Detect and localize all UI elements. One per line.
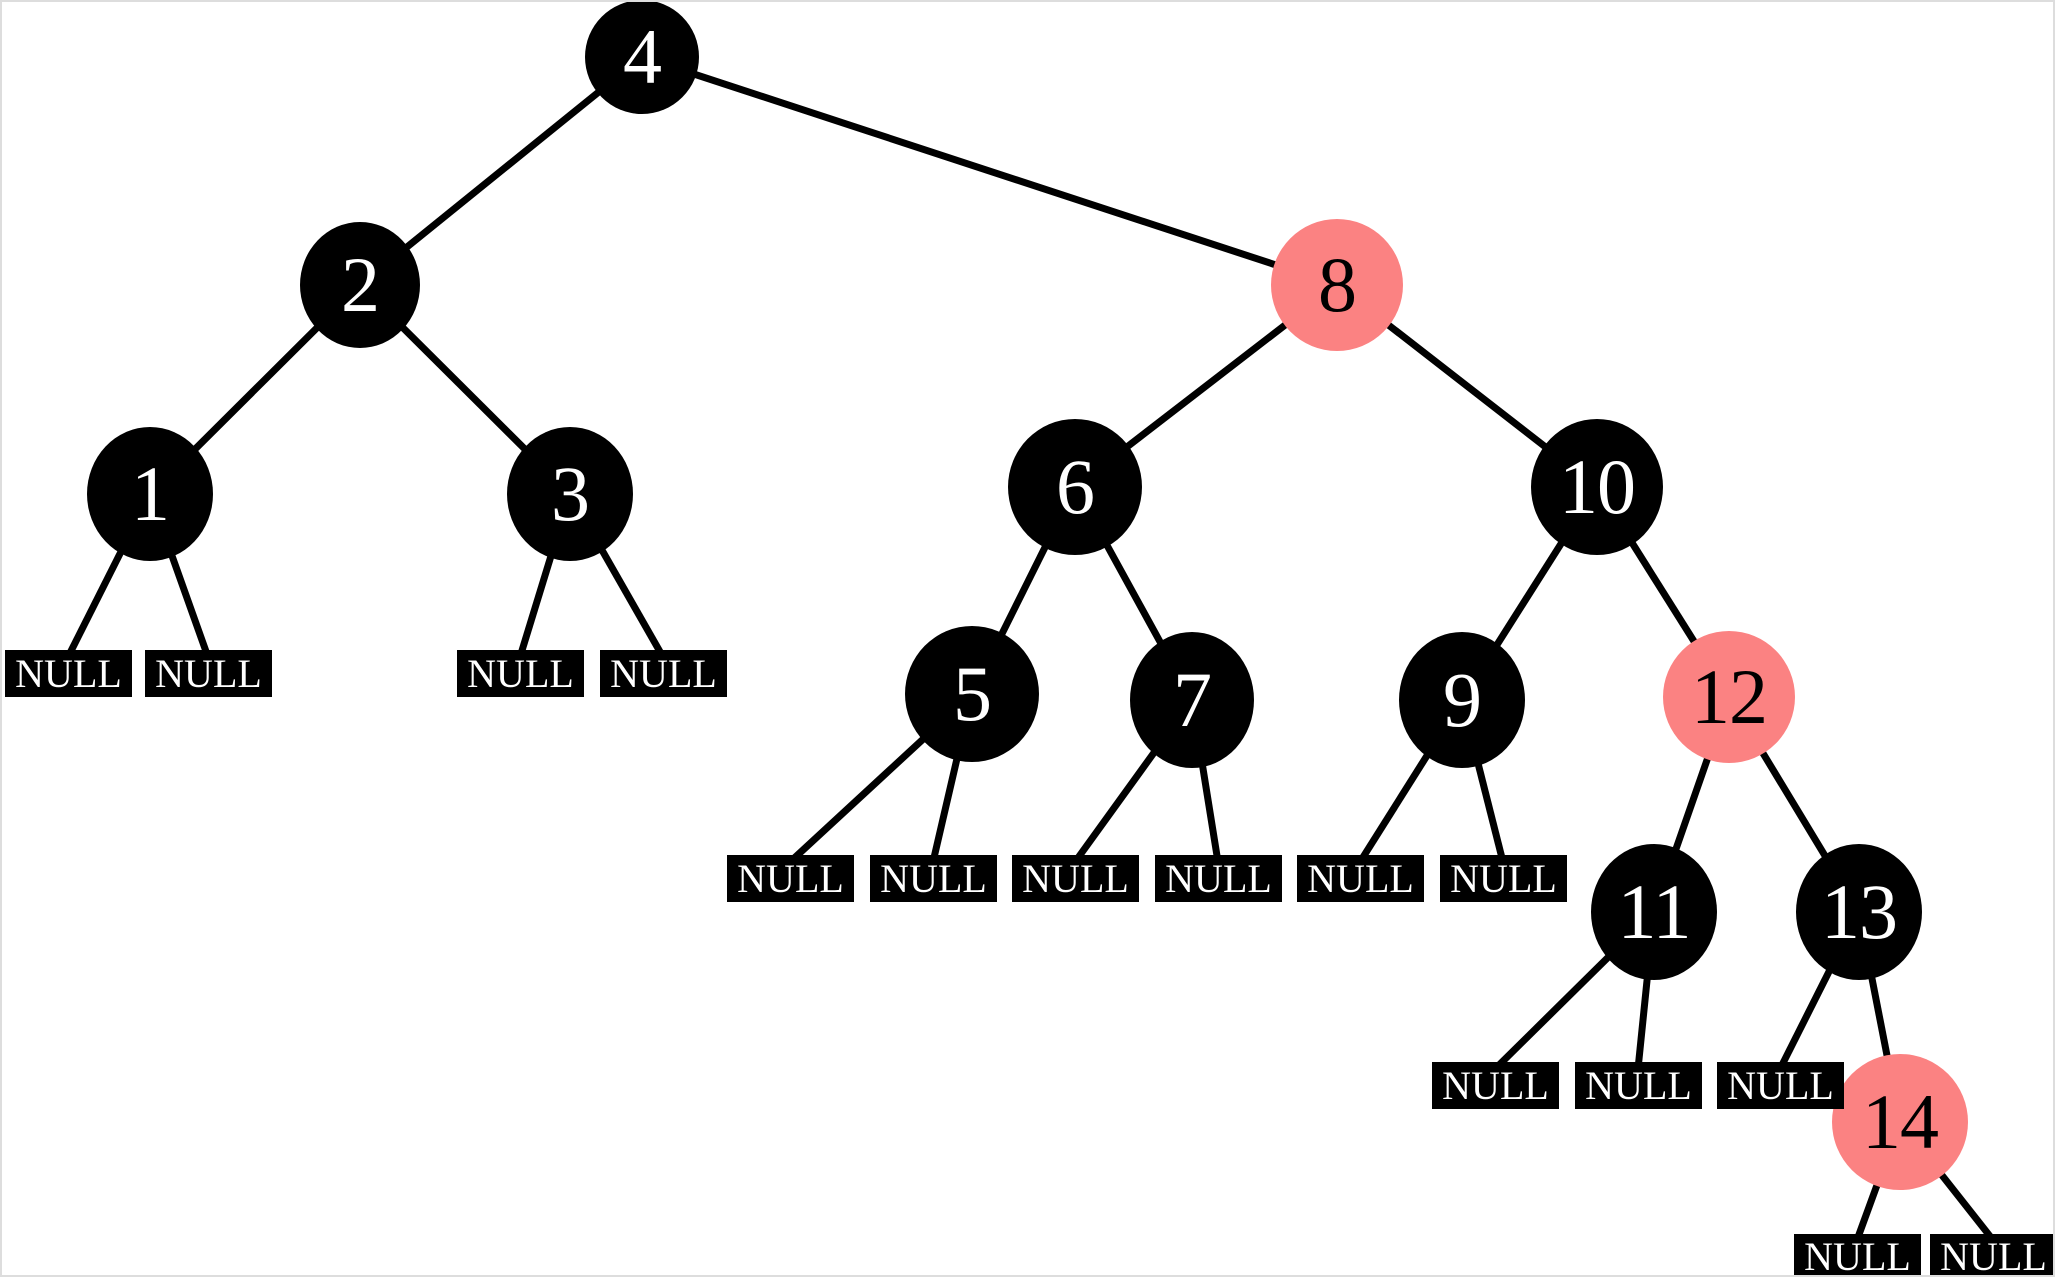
tree-nil-label: NULL bbox=[1442, 1062, 1549, 1108]
tree-node-1[interactable]: 1 bbox=[87, 427, 213, 561]
tree-node-3[interactable]: 3 bbox=[507, 427, 633, 561]
tree-nil-leaf: NULL bbox=[1432, 1062, 1559, 1109]
tree-node-label: 7 bbox=[1173, 656, 1212, 743]
tree-nil-label: NULL bbox=[1165, 855, 1272, 901]
tree-nil-label: NULL bbox=[15, 650, 122, 696]
tree-nil-leaf: NULL bbox=[145, 650, 272, 697]
tree-nil-leaf: NULL bbox=[727, 855, 854, 902]
tree-nil-leaf: NULL bbox=[1717, 1062, 1844, 1109]
tree-nil-label: NULL bbox=[737, 855, 844, 901]
tree-node-label: 2 bbox=[341, 241, 380, 328]
tree-node-10[interactable]: 10 bbox=[1531, 419, 1663, 555]
tree-nil-label: NULL bbox=[1727, 1062, 1834, 1108]
tree-nil-leaf: NULL bbox=[1575, 1062, 1702, 1109]
tree-node-label: 12 bbox=[1691, 653, 1768, 740]
tree-nil-label: NULL bbox=[155, 650, 262, 696]
tree-node-label: 1 bbox=[131, 450, 170, 537]
tree-nil-label: NULL bbox=[1022, 855, 1129, 901]
tree-node-5[interactable]: 5 bbox=[905, 626, 1039, 762]
tree-node-label: 13 bbox=[1821, 868, 1898, 955]
tree-node-label: 3 bbox=[551, 450, 590, 537]
tree-node-label: 14 bbox=[1862, 1078, 1939, 1165]
tree-nil-leaf: NULL bbox=[1440, 855, 1567, 902]
tree-nil-leaf: NULL bbox=[600, 650, 727, 697]
tree-edge bbox=[640, 53, 1339, 289]
tree-nil-leaf: NULL bbox=[1297, 855, 1424, 902]
tree-node-14[interactable]: 14 bbox=[1832, 1054, 1968, 1190]
tree-node-11[interactable]: 11 bbox=[1591, 844, 1717, 980]
tree-node-2[interactable]: 2 bbox=[300, 222, 420, 348]
tree-node-12[interactable]: 12 bbox=[1663, 631, 1795, 763]
tree-node-4[interactable]: 4 bbox=[585, 2, 699, 114]
tree-nil-leaf: NULL bbox=[870, 855, 997, 902]
tree-node-label: 4 bbox=[623, 13, 662, 100]
tree-nil-leaf: NULL bbox=[1012, 855, 1139, 902]
tree-nil-label: NULL bbox=[1940, 1233, 2047, 1277]
tree-node-label: 9 bbox=[1443, 656, 1482, 743]
tree-node-label: 11 bbox=[1617, 868, 1691, 955]
tree-node-label: 10 bbox=[1559, 443, 1636, 530]
tree-nil-label: NULL bbox=[1585, 1062, 1692, 1108]
tree-nil-label: NULL bbox=[1804, 1233, 1911, 1277]
tree-node-6[interactable]: 6 bbox=[1008, 419, 1142, 555]
tree-nil-leaf: NULL bbox=[1794, 1233, 1921, 1277]
tree-node-13[interactable]: 13 bbox=[1796, 844, 1922, 980]
tree-nil-leaf: NULL bbox=[1155, 855, 1282, 902]
tree-nil-leaf: NULL bbox=[1930, 1233, 2053, 1277]
tree-nil-label: NULL bbox=[467, 650, 574, 696]
tree-node-8[interactable]: 8 bbox=[1271, 219, 1403, 351]
tree-nil-leaf: NULL bbox=[457, 650, 584, 697]
tree-node-9[interactable]: 9 bbox=[1399, 632, 1525, 768]
tree-nil-leaf: NULL bbox=[5, 650, 132, 697]
tree-nil-label: NULL bbox=[1307, 855, 1414, 901]
tree-node-7[interactable]: 7 bbox=[1130, 632, 1254, 768]
tree-node-label: 5 bbox=[953, 650, 992, 737]
tree-nil-label: NULL bbox=[1450, 855, 1557, 901]
tree-nil-label: NULL bbox=[610, 650, 717, 696]
tree-node-label: 8 bbox=[1318, 241, 1357, 328]
tree-node-label: 6 bbox=[1056, 443, 1095, 530]
tree-nil-label: NULL bbox=[880, 855, 987, 901]
